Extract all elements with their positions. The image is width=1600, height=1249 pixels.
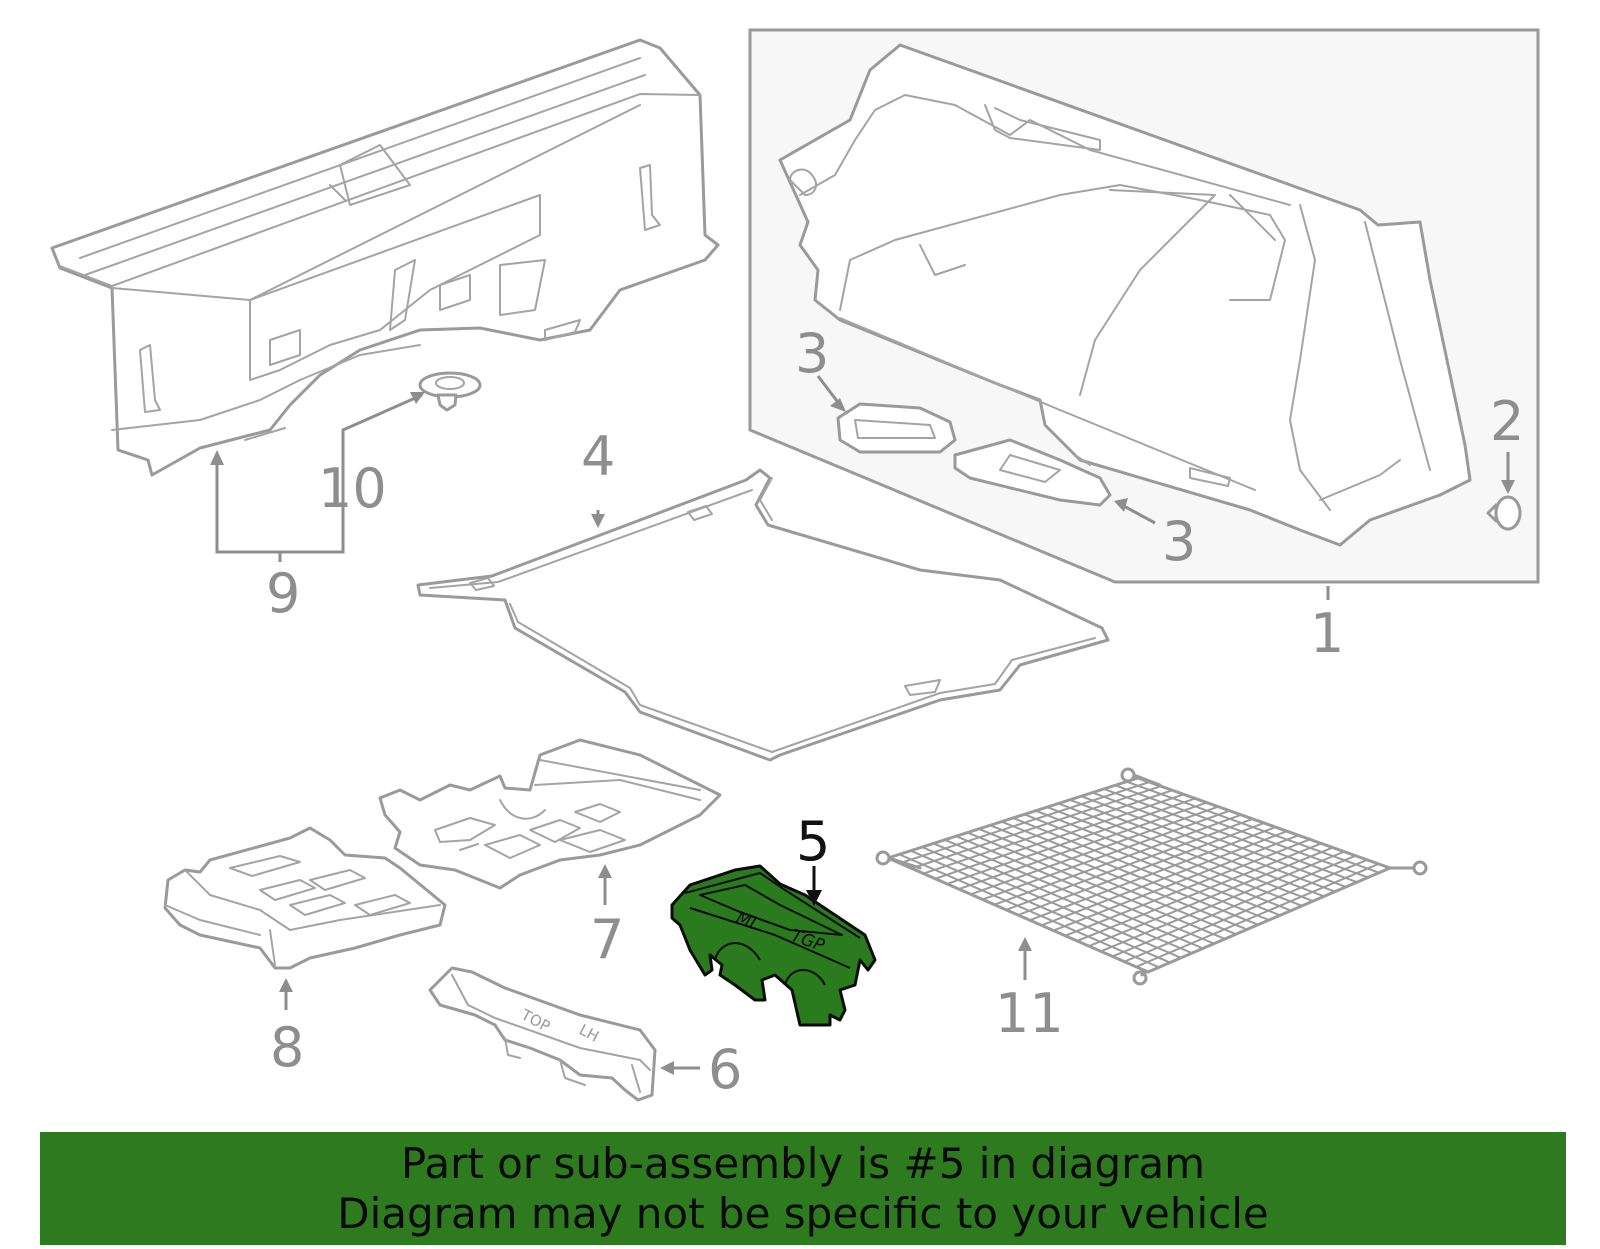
net-strand	[1076, 842, 1322, 942]
callout-3-lower: 3	[1162, 510, 1196, 573]
banner-line-2: Diagram may not be specific to your vehi…	[337, 1188, 1269, 1238]
leader-5	[806, 866, 822, 906]
part-9-rear-compartment-trim-panel[interactable]	[50, 38, 720, 477]
leader-6	[660, 1061, 700, 1075]
callout-5: 5	[796, 810, 830, 873]
leader-3-upper	[816, 375, 846, 412]
part-4-compartment-floor-panel[interactable]	[416, 468, 1110, 762]
net-strand	[1126, 780, 1380, 874]
net-strand	[1029, 826, 1276, 922]
net-strand	[1100, 850, 1345, 953]
net-strand	[1080, 795, 1336, 893]
leader-3-lower	[1114, 498, 1156, 525]
leader-11	[1018, 937, 1032, 980]
net-strand	[1112, 854, 1357, 958]
leader-4	[591, 510, 605, 528]
part-8-floor-support[interactable]	[163, 826, 447, 970]
callout-1: 1	[1310, 602, 1344, 665]
part-10-push-clip[interactable]	[418, 371, 482, 412]
callout-2: 2	[1490, 390, 1524, 453]
callout-3-upper: 3	[795, 322, 829, 385]
net-strand	[1092, 791, 1347, 888]
part-6-spacer[interactable]: TOP LH	[428, 966, 657, 1102]
callout-10: 10	[318, 457, 387, 520]
part-3-retainer-lower[interactable]	[953, 438, 1112, 507]
notice-banner: Part or sub-assembly is #5 in diagram Di…	[40, 1132, 1566, 1245]
net-mesh	[898, 780, 1380, 969]
callout-9: 9	[266, 562, 300, 625]
part-1-quarter-trim-panel[interactable]	[778, 43, 1472, 547]
net-strand	[1053, 834, 1299, 932]
net-strand	[1046, 806, 1303, 907]
net-strand	[1035, 809, 1292, 912]
leader-7	[598, 864, 612, 905]
net-strand	[1114, 784, 1369, 879]
net-hook-top	[1120, 767, 1136, 783]
ribbed-top-detail	[79, 57, 646, 276]
banner-line-1: Part or sub-assembly is #5 in diagram	[400, 1138, 1206, 1188]
net-strand	[1023, 813, 1281, 917]
part-2-push-pin[interactable]	[1486, 495, 1522, 531]
net-hook-right	[1412, 860, 1428, 876]
net-strand	[1058, 802, 1314, 903]
callout-11: 11	[995, 982, 1064, 1045]
part-3-retainer-upper[interactable]	[836, 402, 957, 454]
leader-9-10	[210, 392, 425, 562]
net-strand	[1135, 862, 1379, 968]
part-5-spacer-highlighted[interactable]: MI TGP	[670, 864, 877, 1027]
net-strand	[1123, 858, 1368, 963]
net-strand	[1069, 798, 1325, 898]
net-strand	[1103, 787, 1358, 884]
net-strand	[1064, 838, 1311, 937]
callout-6: 6	[708, 1038, 742, 1101]
callout-7: 7	[590, 908, 624, 971]
net-strand	[1088, 846, 1334, 948]
callout-4: 4	[581, 425, 615, 488]
net-hook-left	[875, 850, 891, 866]
leader-2	[1501, 452, 1515, 494]
callout-8: 8	[270, 1016, 304, 1079]
leader-8	[279, 978, 293, 1010]
part-7-floor-support[interactable]	[378, 738, 722, 890]
net-strand	[1041, 830, 1288, 927]
part-11-cargo-net[interactable]	[875, 767, 1428, 986]
net-strand	[1017, 822, 1265, 916]
